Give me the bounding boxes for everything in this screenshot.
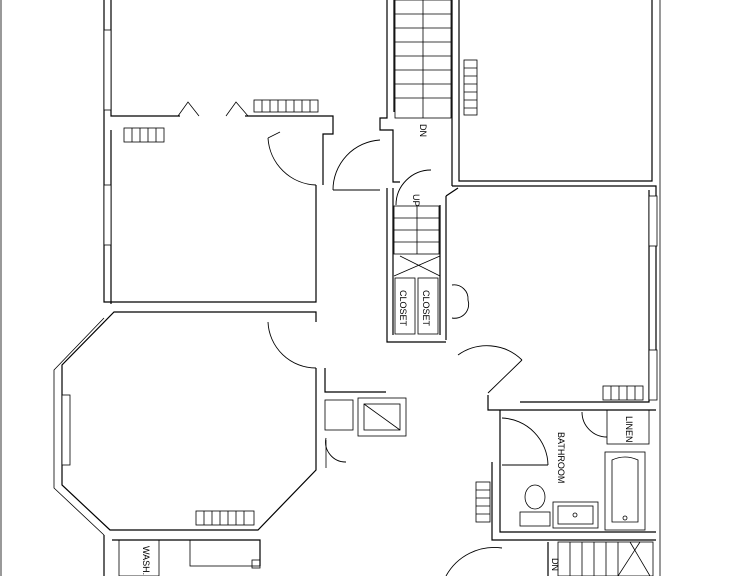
door-bathroom bbox=[501, 417, 549, 466]
room-bathroom: BATHROOM LINEN bbox=[487, 395, 656, 541]
radiator-octagon bbox=[195, 510, 255, 526]
room-right bbox=[445, 187, 658, 403]
door-closet-stair bbox=[395, 169, 432, 206]
radiator-right-bedroom bbox=[602, 385, 644, 401]
label-dn-top: DN bbox=[418, 124, 428, 137]
label-wash: WASH. bbox=[141, 546, 151, 575]
radiator-top-left-a bbox=[253, 99, 319, 113]
label-closet-right: CLOSET bbox=[421, 290, 431, 327]
stair-down-bottom: DN bbox=[547, 541, 654, 576]
door-octagon-room bbox=[267, 321, 317, 369]
stair-down-top: DN bbox=[379, 0, 453, 186]
window-left-wall bbox=[103, 29, 112, 246]
hall-cabinet bbox=[324, 397, 407, 468]
door-linen bbox=[581, 411, 608, 438]
radiator-bath bbox=[475, 481, 491, 523]
door-bottom bbox=[445, 547, 503, 576]
door-top-left bbox=[267, 131, 317, 186]
room-wash: WASH. bbox=[103, 535, 261, 576]
room-top-left bbox=[103, 0, 334, 304]
label-linen: LINEN bbox=[624, 416, 634, 443]
radiator-top-left-b bbox=[123, 127, 165, 143]
outer-walls bbox=[0, 0, 661, 576]
room-octagon bbox=[53, 311, 386, 536]
radiator-top-right bbox=[463, 59, 478, 116]
room-top-right bbox=[452, 0, 657, 400]
door-small-hall bbox=[325, 437, 347, 463]
label-bathroom: BATHROOM bbox=[556, 432, 566, 483]
label-closet-left: CLOSET bbox=[398, 290, 408, 327]
label-up: UP bbox=[411, 194, 421, 207]
door-hall bbox=[332, 139, 381, 191]
closets: UP CLOSET CLOSET bbox=[386, 188, 446, 343]
door-closet-double bbox=[451, 284, 470, 319]
label-dn-bottom: DN bbox=[550, 558, 560, 571]
door-right-bedroom bbox=[457, 345, 523, 394]
